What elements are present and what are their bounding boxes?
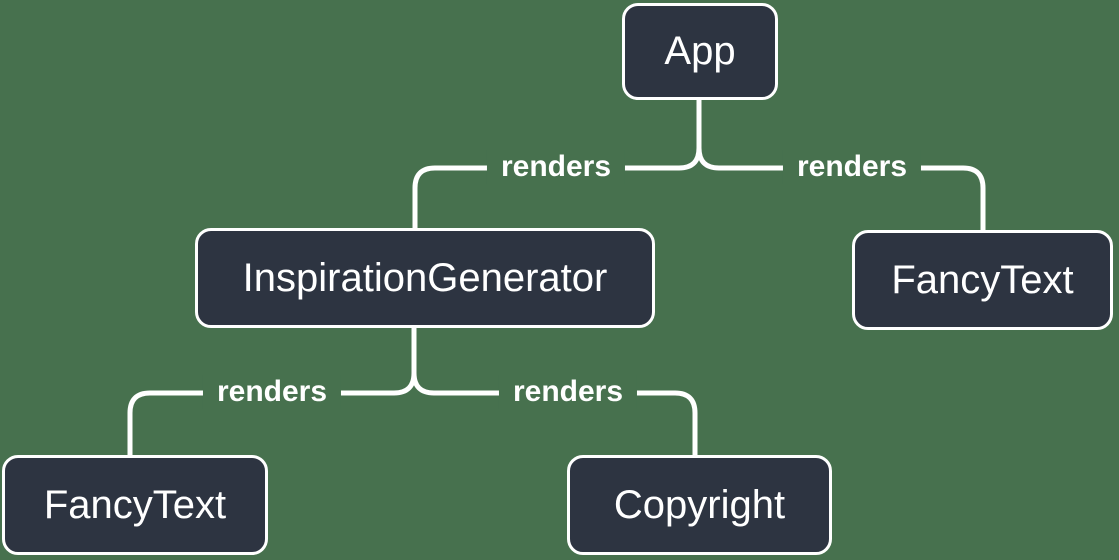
node-label: InspirationGenerator: [242, 255, 608, 300]
node-fancy-text-left: FancyText: [2, 455, 268, 555]
node-app: App: [622, 3, 778, 100]
node-label: App: [664, 29, 736, 73]
edge-label-renders: renders: [202, 375, 342, 409]
node-inspiration-generator: InspirationGenerator: [195, 228, 655, 328]
node-label: FancyText: [43, 482, 227, 527]
edge-label-renders: renders: [486, 150, 626, 184]
node-fancy-text-right: FancyText: [852, 230, 1113, 330]
edge-label-renders: renders: [782, 150, 922, 184]
node-label: FancyText: [891, 257, 1074, 302]
node-label: Copyright: [613, 482, 786, 527]
edge-label-renders: renders: [498, 375, 638, 409]
node-copyright: Copyright: [567, 455, 832, 555]
